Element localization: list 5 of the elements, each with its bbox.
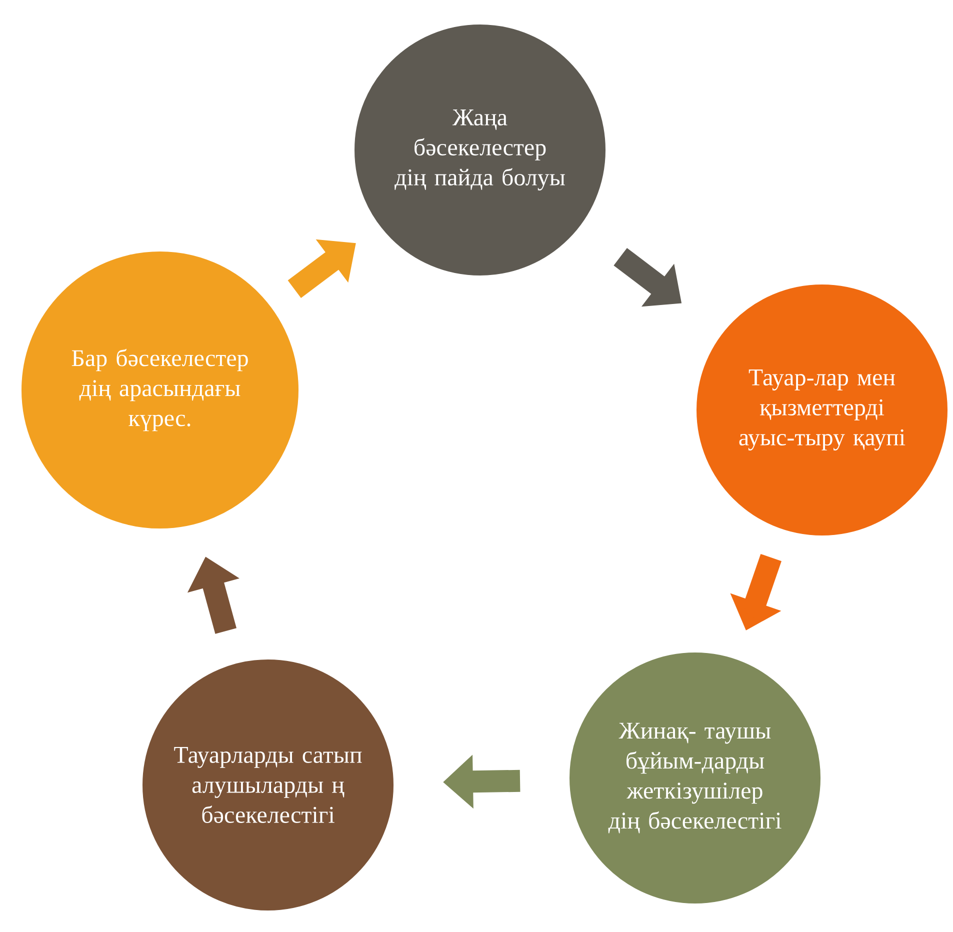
circle-node: Жаңа бәсекелестер дің пайда болуы: [352, 22, 608, 278]
circle-node: Тауарларды сатып алушыларды ң бәсекелестігі: [140, 656, 396, 914]
circle-node: Тауар-лар мен қызметтерді ауыс-тыру қаупі: [694, 282, 950, 538]
circle-node: Жинақ- таушы бұйым-дарды жеткізушілер дің бәсекелестігі: [566, 650, 824, 906]
circle-node: Бар бәсекелестер дің арасындағы күрес.: [18, 248, 302, 532]
